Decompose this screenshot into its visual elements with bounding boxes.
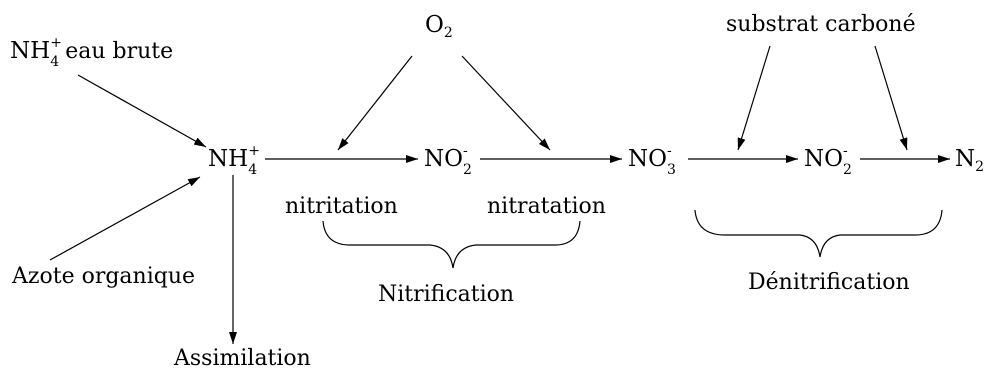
oxygen-node: O2: [425, 12, 453, 41]
arrow-organic-to-nh4: [49, 176, 201, 261]
organic-nitrogen-label: Azote organique: [12, 264, 196, 289]
nitrogen-gas-node: N2: [955, 146, 985, 175]
arrow-raw-nh4-to-nh4: [77, 74, 207, 148]
raw-water-ammonium-label: NH+4 eau brute: [10, 35, 174, 70]
assimilation-label: Assimilation: [174, 346, 311, 371]
arrow-carbon-to-step1: [737, 45, 771, 151]
denitrification-brace: [694, 209, 943, 258]
nitrite-node-1: NO-2: [424, 143, 472, 178]
arrow-o2-to-nitritation: [337, 55, 413, 151]
carbon-substrate-label: substrat carboné: [726, 12, 916, 37]
raw-water-text: eau brute: [65, 39, 174, 64]
nitritation-label: nitritation: [285, 194, 398, 219]
nitrate-node: NO-3: [628, 143, 676, 178]
denitrification-label: Dénitrification: [748, 270, 910, 295]
raw-ammonium-formula: NH+4: [10, 35, 62, 70]
nitratation-label: nitratation: [487, 194, 606, 219]
nitrification-brace: [322, 220, 581, 269]
ammonium-node: NH+4: [208, 143, 260, 178]
arrow-carbon-to-step2: [874, 45, 908, 151]
nitrification-label: Nitrification: [378, 282, 515, 307]
arrow-o2-to-nitratation: [461, 55, 551, 151]
nitrite-node-2: NO-2: [804, 143, 852, 178]
